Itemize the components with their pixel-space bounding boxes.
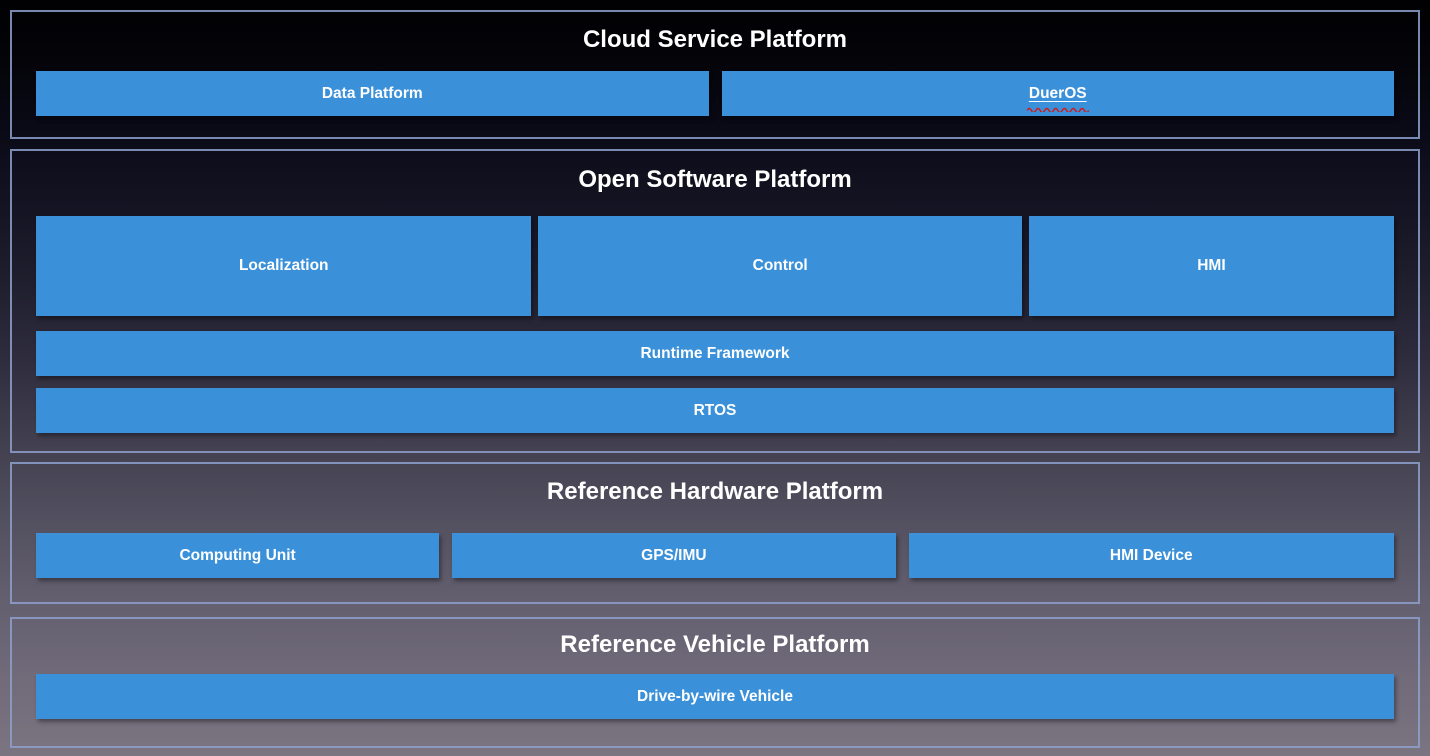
vehicle-section-title: Reference Vehicle Platform — [560, 631, 870, 658]
box-control-label: Control — [752, 257, 808, 274]
box-drive-by-wire-vehicle-label: Drive-by-wire Vehicle — [637, 687, 793, 705]
box-drive-by-wire-vehicle: Drive-by-wire Vehicle — [36, 674, 1394, 719]
software-section-title: Open Software Platform — [578, 166, 852, 193]
box-hmi-label: HMI — [1197, 257, 1226, 274]
cloud-section-title: Cloud Service Platform — [582, 26, 848, 53]
box-localization: Localization — [36, 216, 532, 316]
rtos-row: RTOS — [36, 388, 1394, 433]
box-hmi-device: HMI Device — [908, 533, 1394, 578]
box-localization-label: Localization — [238, 257, 329, 274]
box-computing-unit: Computing Unit — [36, 533, 440, 578]
box-computing-unit-label: Computing Unit — [179, 546, 296, 564]
section-cloud-service-platform: Cloud Service Platform Data Platform Due… — [10, 10, 1420, 139]
section-reference-hardware-platform: Reference Hardware Platform Computing Un… — [10, 462, 1420, 604]
box-data-platform-label: Data Platform — [321, 84, 423, 102]
hardware-box-row: Computing Unit GPS/IMU HMI Device — [36, 533, 1394, 578]
box-runtime-framework: Runtime Framework — [36, 331, 1394, 376]
section-reference-vehicle-platform: Reference Vehicle Platform Drive-by-wire… — [10, 617, 1420, 748]
box-gps-imu: GPS/IMU — [452, 533, 896, 578]
box-hmi-device-label: HMI Device — [1109, 546, 1193, 564]
box-runtime-framework-label: Runtime Framework — [640, 344, 790, 362]
box-data-platform: Data Platform — [36, 71, 709, 116]
box-control: Control — [538, 216, 1022, 316]
box-dueros: DuerOS — [721, 71, 1394, 116]
vehicle-box-row: Drive-by-wire Vehicle — [36, 674, 1394, 719]
box-dueros-label: DuerOS — [1026, 85, 1089, 112]
spellcheck-wavy-underline — [1026, 107, 1089, 112]
section-open-software-platform: Open Software Platform Localization Cont… — [10, 149, 1420, 453]
hardware-section-title: Reference Hardware Platform — [546, 478, 884, 505]
box-gps-imu-label: GPS/IMU — [641, 546, 707, 564]
cloud-box-row: Data Platform DuerOS — [36, 71, 1394, 116]
box-rtos: RTOS — [36, 388, 1394, 433]
box-rtos-label: RTOS — [693, 401, 737, 419]
box-hmi: HMI — [1028, 216, 1394, 316]
software-box-row: Localization Control HMI — [36, 216, 1394, 316]
runtime-framework-row: Runtime Framework — [36, 331, 1394, 376]
